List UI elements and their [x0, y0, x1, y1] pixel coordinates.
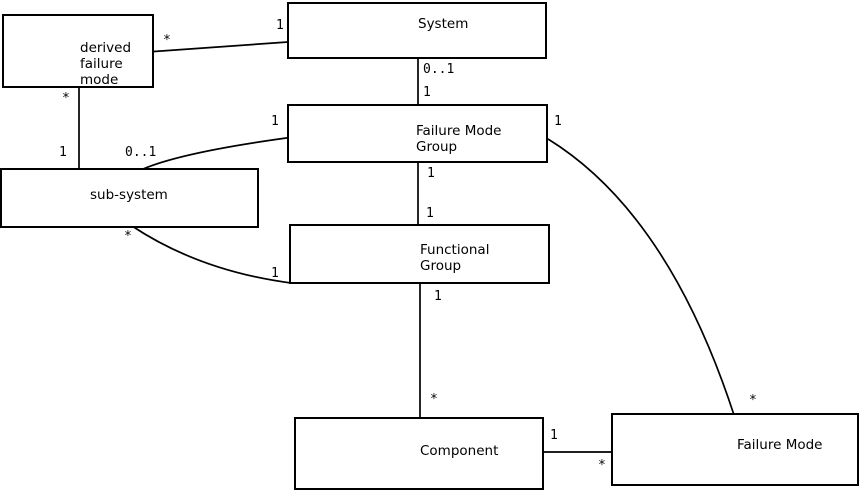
entity-label-line: sub-system [90, 187, 168, 203]
entity-label-line: System [418, 16, 469, 32]
multiplicity-dfm-subsystem-one: 1 [59, 145, 67, 160]
multiplicity-fmg-fg-one-top: 1 [427, 166, 435, 181]
entity-component: Component [294, 417, 544, 490]
multiplicity-dfm-system-one: 1 [276, 18, 284, 33]
multiplicity-fg-component-one: 1 [434, 289, 442, 304]
multiplicity-subsystem-fg-one: 1 [271, 266, 279, 281]
entity-label-line: Component [420, 443, 499, 459]
entity-label-line: Failure Mode [416, 123, 502, 139]
multiplicity-system-fmg-one: 1 [423, 85, 431, 100]
entity-derived-failure-mode: derived failure mode [2, 14, 154, 88]
entity-failure-mode: Failure Mode [611, 413, 859, 486]
multiplicity-system-fmg-zeroone: 0..1 [423, 62, 455, 77]
connector-subsystem-functional-group [131, 225, 292, 284]
multiplicity-fmg-fg-one-bottom: 1 [426, 206, 434, 221]
entity-label-line: mode [80, 72, 119, 88]
entity-sub-system: sub-system [0, 168, 259, 228]
multiplicity-dfm-system-star: * [163, 33, 171, 48]
entity-label-line: Group [416, 139, 458, 155]
multiplicity-subsystem-fg-star: * [124, 229, 132, 244]
connector-failure-mode-group-failure-mode [547, 138, 735, 416]
entity-label-line: Failure Mode [737, 437, 823, 453]
entity-label-line: derived [80, 40, 132, 56]
entity-failure-mode-group: Failure Mode Group [287, 104, 548, 163]
entity-label-line: Group [420, 258, 462, 274]
entity-functional-group: Functional Group [289, 224, 550, 284]
entity-label-line: Functional [420, 242, 490, 258]
multiplicity-fg-component-star: * [430, 392, 438, 407]
multiplicity-fmg-fm-star: * [749, 393, 757, 408]
multiplicity-subsystem-fmg-zeroone: 0..1 [125, 145, 157, 160]
multiplicity-component-fm-one: 1 [550, 428, 558, 443]
connector-derived-failure-mode-system [153, 41, 289, 53]
entity-label-line: failure [80, 56, 123, 72]
multiplicity-component-fm-star: * [598, 458, 606, 473]
multiplicity-subsystem-fmg-one: 1 [271, 114, 279, 129]
multiplicity-fmg-fm-one: 1 [554, 114, 562, 129]
connector-subsystem-failure-mode-group [142, 136, 291, 170]
entity-system: System [287, 2, 547, 59]
multiplicity-dfm-subsystem-star: * [62, 91, 70, 106]
